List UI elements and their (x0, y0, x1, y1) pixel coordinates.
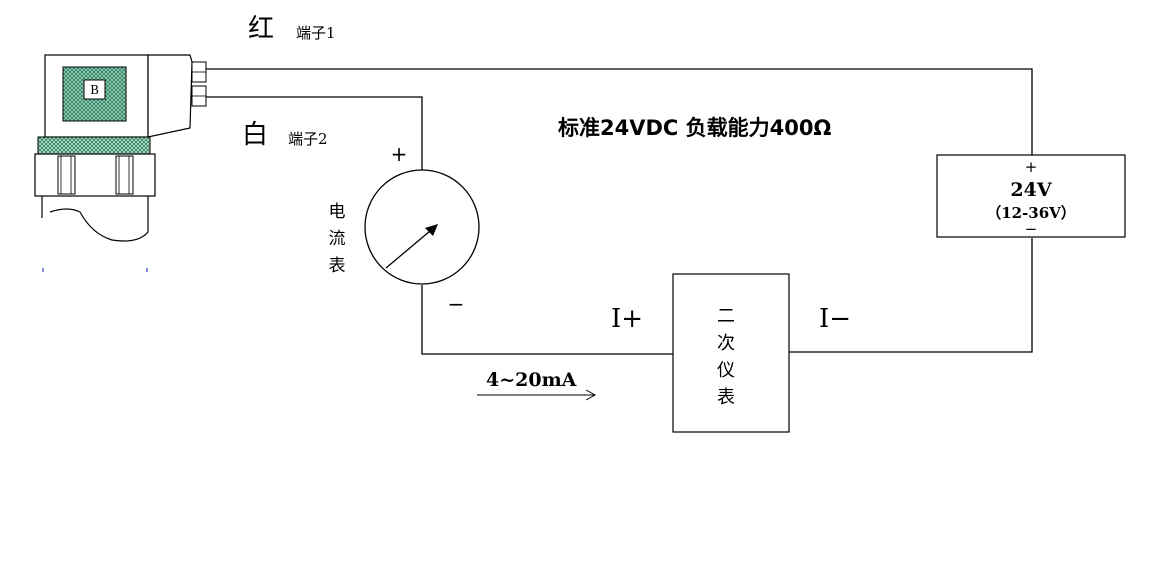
terminal-1-label: 端子1 (296, 24, 336, 42)
pressure-sensor-icon: B (34, 54, 207, 272)
power-supply-plus: + (1025, 158, 1038, 176)
instrument-input-minus: I− (819, 304, 851, 334)
ammeter-label-char: 电 (329, 202, 346, 222)
power-supply-range: （12-36V） (986, 204, 1076, 222)
ammeter-needle-icon (425, 224, 438, 236)
secondary-instrument-box (672, 273, 790, 433)
ammeter-plus: + (391, 142, 408, 166)
ammeter (364, 169, 480, 285)
instrument-label-char: 次 (717, 333, 735, 354)
ammeter-minus: − (448, 292, 465, 316)
right-arrow-icon (477, 389, 597, 401)
load-capacity-note: 标准24VDC 负载能力400Ω (558, 116, 831, 140)
terminal-2-label: 端子2 (288, 130, 328, 148)
instrument-input-plus: I+ (611, 304, 643, 334)
wire-terminal-1-to-supply (206, 68, 1033, 155)
ammeter-label-char: 流 (329, 229, 346, 249)
current-signal-label: 4~20mA (486, 369, 577, 391)
instrument-label-char: 表 (717, 387, 735, 408)
instrument-label-char: 仪 (717, 360, 735, 381)
wire-terminal-2-to-ammeter (206, 96, 423, 170)
sensor-badge-box (83, 79, 106, 100)
wire-instrument-to-supply (789, 238, 1033, 353)
power-supply-minus: − (1025, 220, 1038, 238)
ammeter-dial-icon (364, 169, 480, 285)
instrument-label-char: 二 (717, 306, 735, 327)
white-wire-label: 白 (242, 120, 268, 150)
wire-ammeter-to-instrument (421, 285, 673, 355)
power-supply-voltage: 24V (1010, 179, 1052, 201)
power-supply-box (936, 154, 1126, 238)
ammeter-label-char: 表 (329, 256, 346, 276)
red-wire-label: 红 (248, 14, 274, 44)
sensor-badge: B (90, 83, 99, 97)
